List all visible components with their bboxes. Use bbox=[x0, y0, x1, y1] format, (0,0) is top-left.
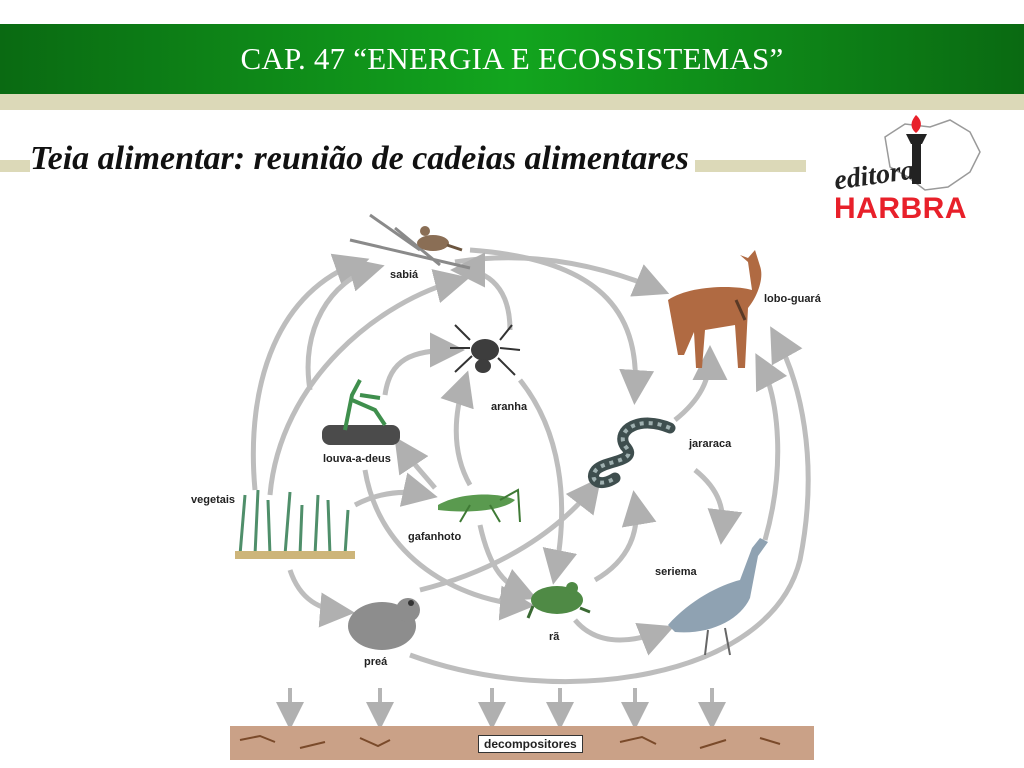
frog-icon bbox=[526, 582, 591, 619]
arrow-aranha-ra bbox=[518, 378, 578, 585]
label-lobo-guara: lobo-guará bbox=[764, 293, 821, 305]
snake-icon bbox=[588, 417, 676, 488]
torch-handle bbox=[912, 140, 921, 184]
spider-icon bbox=[450, 324, 521, 376]
logo-brand: HARBRA bbox=[834, 192, 967, 225]
label-jararaca: jararaca bbox=[689, 438, 732, 450]
arrow-louva-ra bbox=[362, 469, 535, 621]
arrow-jararaca-lobo bbox=[673, 345, 728, 422]
arrow-vegetais-prea bbox=[287, 569, 355, 628]
guinea-pig-icon bbox=[348, 598, 420, 650]
arrow-sabia-jararaca bbox=[469, 247, 655, 405]
arrow-jararaca-seriema bbox=[693, 468, 743, 545]
arrow-ra-jararaca bbox=[593, 490, 657, 583]
label-gafanhoto: gafanhoto bbox=[408, 531, 462, 543]
arrow-gafanhoto-aranha bbox=[440, 370, 474, 487]
arrow-seriema-lobo bbox=[755, 353, 788, 541]
plants-icon bbox=[235, 489, 355, 559]
arrow-prea-lobo bbox=[409, 326, 811, 684]
header-strip bbox=[0, 94, 1024, 110]
label-louva-a-deus: louva-a-deus bbox=[323, 453, 391, 465]
decomposition-arrows bbox=[276, 688, 726, 730]
seriema-bird-icon bbox=[668, 538, 768, 656]
arrow-aranha-sabia bbox=[450, 252, 513, 331]
label-decompositores: decompositores bbox=[478, 735, 583, 753]
torch-cup bbox=[906, 134, 927, 144]
label-ra: rã bbox=[549, 631, 560, 643]
label-prea: preá bbox=[364, 656, 388, 668]
arrow-louva-sabia bbox=[305, 257, 385, 391]
arrow-louva-aranha bbox=[382, 332, 465, 396]
arrow-vegetais-aranha-route bbox=[267, 269, 470, 496]
arrow-prea-jararaca bbox=[419, 477, 602, 593]
arrow-vegetais-gafanhoto bbox=[353, 472, 438, 508]
label-aranha: aranha bbox=[491, 401, 528, 413]
mantis-icon bbox=[322, 379, 400, 445]
header-bar bbox=[0, 24, 1024, 94]
torch-flame bbox=[911, 115, 921, 133]
brazil-map-outline bbox=[884, 119, 981, 191]
bird-icon bbox=[349, 213, 471, 270]
subtitle: Teia alimentar: reunião de cadeias alime… bbox=[30, 140, 695, 178]
arrow-ra-seriema bbox=[573, 618, 675, 656]
arrow-gafanhoto-louva bbox=[394, 436, 437, 490]
label-vegetais: vegetais bbox=[191, 494, 236, 506]
maned-wolf-icon bbox=[668, 250, 762, 368]
label-seriema: seriema bbox=[655, 566, 697, 578]
grasshopper-icon bbox=[438, 488, 521, 523]
label-sabia: sabiá bbox=[390, 269, 419, 281]
arrow-vegetais-sabia bbox=[250, 253, 370, 491]
energy-arrows bbox=[250, 247, 811, 684]
harbra-logo bbox=[884, 115, 981, 191]
page-title: CAP. 47 “ENERGIA E ECOSSISTEMAS” bbox=[240, 41, 784, 76]
